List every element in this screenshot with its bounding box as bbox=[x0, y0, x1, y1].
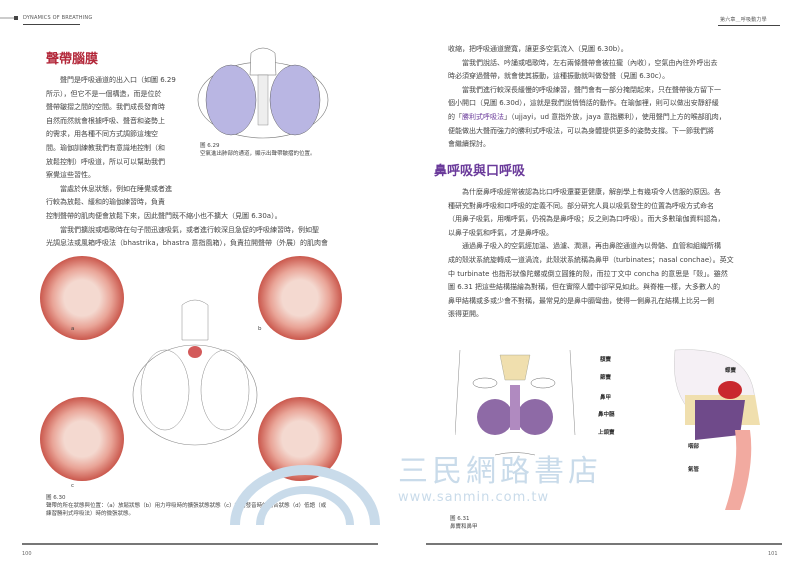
text-line: 放鬆控制）呼吸道，所以可以幫助我們 bbox=[46, 157, 165, 166]
watermark-name: 三民網路書店 bbox=[398, 454, 602, 489]
text-line: 以鼻子吸氣和呼氣，才是鼻呼吸。 bbox=[448, 228, 553, 237]
section-title: 聲帶腦膜 bbox=[46, 52, 99, 67]
label-ethmoid-sinus: 篩竇 bbox=[600, 375, 612, 381]
left-column-text: 聲門是呼吸通道的出入口（如圖 6.29 所示），但它不是一個構造，而是位於聲帶皺摺… bbox=[46, 74, 191, 210]
larynx-lungs-illustration bbox=[132, 299, 258, 446]
text-line: 間。瑜伽訓練教我們有意識地控制（和 bbox=[46, 143, 165, 152]
text-line: 張得更開。 bbox=[448, 310, 483, 319]
watermark-url: www.sanmin.com.tw bbox=[398, 490, 550, 505]
text-line: 個小開口（見圖 6.30d），這就是我們說悄悄話的動作。在瑜伽裡，則可以做出安靜… bbox=[448, 99, 719, 108]
text-line: 通過鼻子吸入的空氣經加溫、過濾、潤濕，再由鼻腔通道內以骨骼、血管和組織所構 bbox=[462, 242, 721, 251]
header-square bbox=[14, 16, 18, 20]
text-line: 察覺這些習性。 bbox=[46, 171, 95, 180]
figure-630-caption-2: 練習勝利式呼吸法）時的微張狀態。 bbox=[46, 511, 135, 517]
running-header: DYNAMICS OF BREATHING bbox=[23, 15, 93, 21]
label-b: b bbox=[258, 326, 262, 332]
label-a: a bbox=[71, 326, 75, 332]
text-line: 當我們說話、吟誦或唱歌時，左右兩條聲帶會被拉攏（內收），空氣由內往外呼出去 bbox=[462, 58, 718, 67]
watermark-logo bbox=[230, 465, 380, 525]
ujjayi-term: 勝利式呼吸法 bbox=[462, 112, 504, 121]
header-underline bbox=[23, 24, 80, 25]
running-header: 第六章＿呼吸動力學 bbox=[720, 17, 767, 23]
left-full-text: 控制聲帶的肌肉便會放鬆下來，因此聲門既不縮小也不擴大（見圖 6.30a）。當我們… bbox=[46, 210, 376, 251]
label-turbinates: 鼻甲 bbox=[600, 395, 612, 401]
text-line: 時必須穿過聲帶，就會使其振動，這種振動就叫做發聲（見圖 6.30c）。 bbox=[448, 72, 670, 81]
airway-illustration bbox=[197, 47, 329, 139]
text-line: 為什麼鼻呼吸經常被認為比口呼吸還要更健康，解剖學上有幾項令人信服的原因。各 bbox=[462, 188, 721, 196]
text-line: 種研究對鼻呼吸和口呼吸的定義不同。部分研究人員以吸氣發生的位置為呼吸方式命名 bbox=[448, 201, 714, 210]
text-line: 聲帶皺摺之間的空間。我們成長發育時 bbox=[46, 103, 165, 112]
sinus-illustration bbox=[455, 349, 760, 510]
text-line: 光調息法或風箱呼吸法（bhastrika，bhastra 意指風箱），負責拉開聲… bbox=[46, 239, 329, 248]
figure-630-caption-1: 聲帶的所在狀態與位置：（a）放鬆狀態（b）用力呼吸時的擴張狀態狀態（c）說話發音… bbox=[46, 503, 327, 509]
ujjayi-pre: 的「 bbox=[448, 112, 462, 121]
figure-631-number: 圖 6.31 bbox=[450, 516, 470, 522]
header-bar bbox=[0, 17, 14, 19]
figure-629-number: 圖 6.29 bbox=[200, 143, 220, 149]
page-number: 101 bbox=[768, 551, 778, 557]
figure-631-caption: 鼻竇和鼻甲 bbox=[450, 524, 478, 530]
text-line: 當我們進行較深長緩慢的呼吸練習，聲門會有一部分掩閉起來，只在聲帶後方留下一 bbox=[462, 85, 721, 94]
text-line: 中 turbinate 也指形狀像陀螺或倒立圓錐的殼，而拉丁文中 concha … bbox=[448, 269, 728, 278]
label-trachea: 氣管 bbox=[688, 467, 700, 473]
text-line: 當我們擴說或唱歌時在句子間迅速吸氣，或者進行較深且急促的呼吸練習時，例如聖 bbox=[60, 225, 319, 234]
text-line: 行較為放鬆、緩和的瑜伽練習時，負責 bbox=[46, 198, 165, 207]
label-nasal-septum: 鼻中膈 bbox=[598, 412, 615, 418]
footer-rule bbox=[22, 543, 378, 545]
text-line: 當處於休息狀態，例如在睡覺或者進 bbox=[60, 184, 172, 193]
text-line: 便能做出大聲而強力的勝利式呼吸法，可以為身體提供更多的姿勢支撐。下一節我們將 bbox=[448, 126, 714, 135]
vocal-folds-b bbox=[258, 256, 342, 340]
figure-629-caption: 空氣進出肺部的通道，顯示出聲帶皺摺的位置。 bbox=[200, 151, 316, 157]
text-line: 自然而然就會根據呼吸、聲音和姿勢上 bbox=[46, 116, 165, 125]
ujjayi-post: 」（ujjayi，ud 意指外放，jaya 意指勝利），使用聲門上方的喉部肌肉， bbox=[504, 112, 726, 121]
text-line: （用鼻子吸氣，用嘴呼氣，仍視為是鼻呼吸；反之則為口呼吸）。而大多數瑜伽資料認為， bbox=[448, 215, 725, 224]
label-frontal-sinus: 額竇 bbox=[600, 357, 612, 363]
text-line: 所示），但它不是一個構造，而是位於 bbox=[46, 89, 162, 98]
label-c: c bbox=[71, 483, 75, 489]
right-top-text: 收縮，把呼吸通道變寬，讓更多空氣流入（見圖 6.30b）。當我們說話、吟誦或唱歌… bbox=[448, 43, 778, 152]
section-title: 鼻呼吸與口呼吸 bbox=[434, 164, 526, 179]
vocal-folds-a bbox=[40, 256, 124, 340]
text-line-ujjayi: 的「勝利式呼吸法」（ujjayi，ud 意指外放，jaya 意指勝利），使用聲門… bbox=[448, 111, 778, 125]
text-line: 收縮，把呼吸通道變寬，讓更多空氣流入（見圖 6.30b）。 bbox=[448, 45, 628, 53]
page-number: 100 bbox=[22, 551, 32, 557]
figure-630-number: 圖 6.30 bbox=[46, 495, 66, 501]
footer-rule bbox=[426, 543, 782, 545]
text-line: 鼻甲結構或多或少會不對稱，最常見的是鼻中膈彎曲，使得一側鼻孔在結構上比另一側 bbox=[448, 296, 714, 305]
vocal-folds-c bbox=[40, 397, 124, 481]
text-line: 成的殼狀系統旋轉成一道渦流，此殼狀系統稱為鼻甲（turbinates；nasal… bbox=[448, 255, 734, 264]
label-sphenoid-sinus: 蝶竇 bbox=[725, 368, 737, 374]
text-line: 控制聲帶的肌肉便會放鬆下來，因此聲門既不縮小也不擴大（見圖 6.30a）。 bbox=[46, 212, 282, 220]
text-line: 圖 6.31 把這些結構描繪為對稱，但在實際人體中卻罕見如此。與脊椎一樣，大多數… bbox=[448, 283, 721, 292]
header-underline bbox=[718, 25, 780, 26]
text-line: 的需求，用各種不同方式調節這塊空 bbox=[46, 130, 158, 139]
label-pharynx: 咽部 bbox=[688, 444, 700, 450]
label-maxillary-sinus: 上頜竇 bbox=[598, 430, 615, 436]
text-line: 聲門是呼吸通道的出入口（如圖 6.29 bbox=[60, 76, 176, 84]
right-body-text: 為什麼鼻呼吸經常被認為比口呼吸還要更健康，解剖學上有幾項令人信服的原因。各種研究… bbox=[448, 186, 778, 322]
text-line: 會繼續探討。 bbox=[448, 140, 490, 149]
